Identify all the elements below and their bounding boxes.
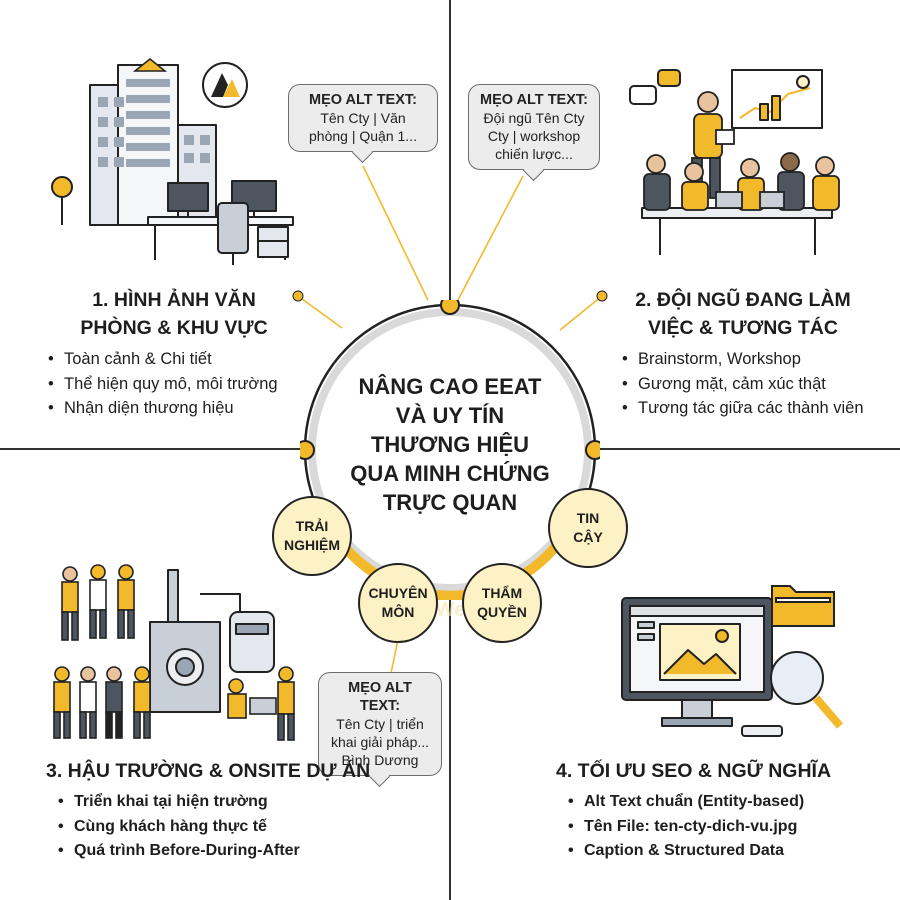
list-item: Brainstorm, Workshop (620, 347, 870, 372)
team-meeting-icon (629, 69, 840, 255)
quadrant-4-list: Alt Text chuẩn (Entity-based) Tên File: … (566, 790, 866, 864)
divider-vertical-top (449, 0, 451, 304)
monitor-image-icon (621, 585, 844, 737)
quadrant-3-title: 3. HẬU TRƯỜNG & ONSITE DỰ ÁN (46, 760, 371, 782)
divider-horizontal-left (0, 448, 372, 450)
office-building-icon (51, 58, 294, 265)
quadrant-4-title: 4. TỐI ƯU SEO & NGỮ NGHĨA (556, 760, 832, 782)
quadrant-3-list: Triển khai tại hiện trường Cùng khách hà… (56, 790, 386, 864)
quadrant-2-title: 2. ĐỘI NGŨ ĐANG LÀM VIỆC & TƯƠNG TÁC (635, 289, 851, 339)
list-item: Nhận diện thương hiệu (46, 396, 346, 421)
tip-alt-text-onsite: MẸO ALT TEXT: Tên Cty | triển khai giải … (318, 672, 442, 776)
center-title: NÂNG CAO EEAT VÀ UY TÍN THƯƠNG HIỆU QUA … (350, 374, 550, 515)
divider-vertical-bottom (449, 596, 451, 900)
list-item: Tương tác giữa các thành viên (620, 396, 870, 421)
list-item: Thể hiện quy mô, môi trường (46, 372, 346, 397)
list-item: Gương mặt, cảm xúc thật (620, 372, 870, 397)
center-ring (300, 300, 600, 600)
list-item: Triển khai tại hiện trường (56, 790, 386, 815)
list-item: Tên File: ten-cty-dich-vu.jpg (566, 815, 866, 840)
list-item: Cùng khách hàng thực tế (56, 815, 386, 840)
tip-alt-text-team: MẸO ALT TEXT: Đội ngũ Tên Cty Cty | work… (468, 84, 600, 170)
quadrant-1-title: 1. HÌNH ẢNH VĂN PHÒNG & KHU VỰC (80, 289, 268, 339)
folder-icon (771, 585, 835, 627)
list-item: Alt Text chuẩn (Entity-based) (566, 790, 866, 815)
list-item: Toàn cảnh & Chi tiết (46, 347, 346, 372)
list-item: Quá trình Before-During-After (56, 839, 386, 864)
tip-alt-text-office: MẸO ALT TEXT: Tên Cty | Văn phòng | Quận… (288, 84, 438, 152)
factory-icon (53, 564, 295, 741)
list-item: Caption & Structured Data (566, 839, 866, 864)
magnifier-icon (770, 651, 844, 729)
quadrant-1-list: Toàn cảnh & Chi tiết Thể hiện quy mô, mô… (46, 347, 346, 421)
divider-horizontal-right (528, 448, 900, 450)
workers-icon (53, 564, 295, 741)
quadrant-2-list: Brainstorm, Workshop Gương mặt, cảm xúc … (620, 347, 870, 421)
